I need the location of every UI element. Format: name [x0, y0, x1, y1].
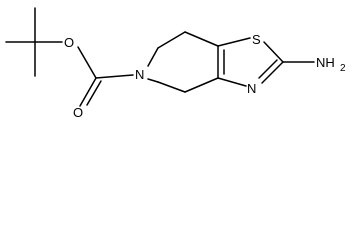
bond-fused-c-s [217, 37, 251, 47]
bond-c-double-o-b [86, 80, 102, 106]
bond-ch2-fused-c-top [184, 31, 219, 47]
bond-ch2-ch2-bottom [157, 81, 186, 93]
bond-c2-n-double-b [258, 59, 278, 79]
bond-carbonyl-c-n [95, 74, 134, 79]
bond-n-ch2-top [147, 47, 159, 67]
atom-amine: NH [316, 55, 335, 70]
bond-fused-c-ch2-bottom [184, 77, 219, 93]
atom-nitrogen-thiazole: N [247, 81, 256, 96]
atom-sulfur: S [252, 32, 261, 47]
structure-canvas: O O N S N NH 2 [5, 7, 346, 120]
bond-ch2-n-bottom [147, 78, 159, 83]
bond-c2-n-double-a [261, 61, 284, 84]
bond-o-carbonyl-c [77, 46, 97, 79]
bond-ch2-ch2-top [157, 31, 186, 49]
atom-oxygen-ester: O [64, 35, 74, 50]
bond-n-fused-c [217, 77, 247, 87]
atom-nitrogen-ring: N [135, 67, 144, 82]
atom-oxygen-carbonyl: O [73, 105, 83, 120]
molecule-structure: O O N S N NH 2 [5, 7, 346, 120]
bond-c-double-o-a [79, 77, 97, 107]
atom-amine-subscript: 2 [340, 63, 346, 74]
bond-s-c2 [263, 41, 284, 63]
